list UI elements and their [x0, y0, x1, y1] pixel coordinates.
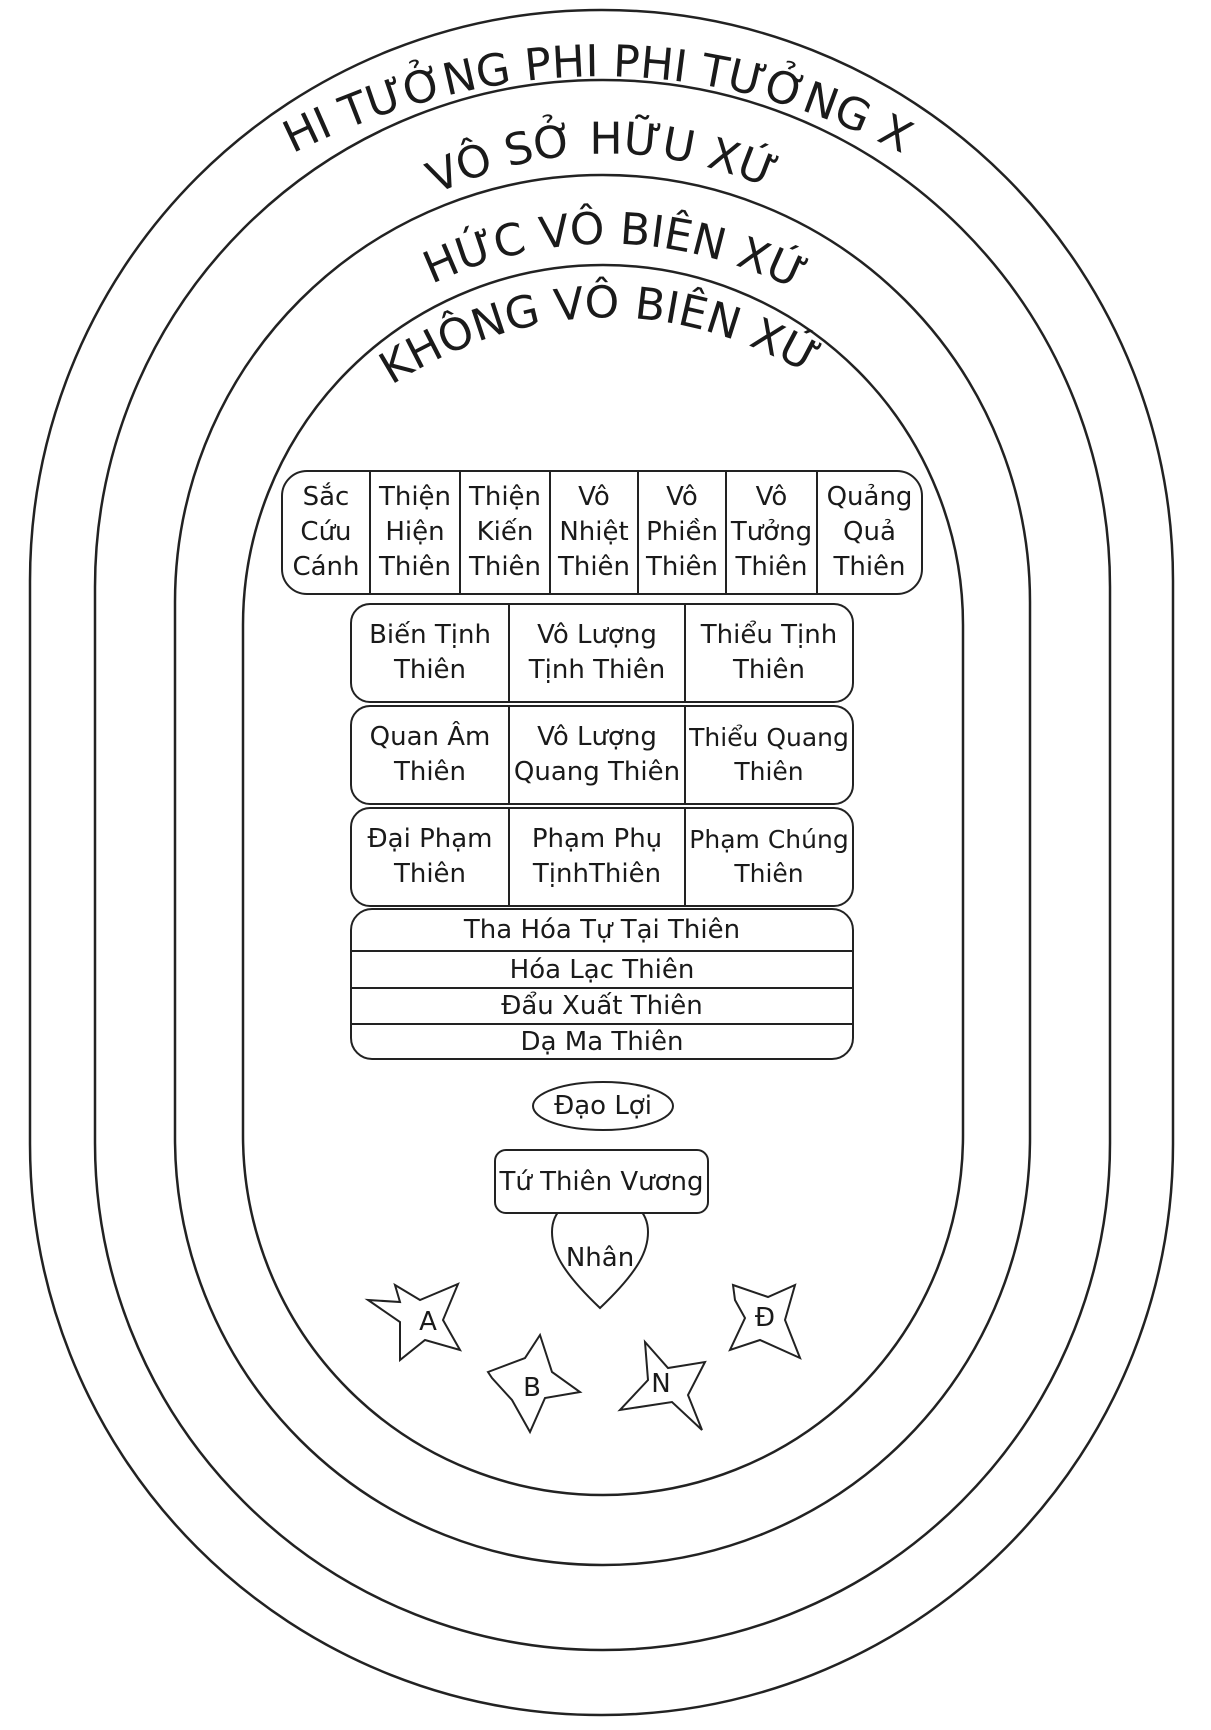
- desire-heaven-row: Đẩu Xuất Thiên: [352, 989, 852, 1025]
- nhan-label: Nhân: [565, 1243, 635, 1273]
- desire-heaven-row: Dạ Ma Thiên: [520, 1026, 684, 1057]
- ring-outer-3: [173, 173, 1032, 1567]
- heaven-cell: Vô Tưởng Thiên: [727, 472, 818, 593]
- heaven-cell: Phạm Chúng Thiên: [689, 825, 849, 888]
- realm-label-4: KHÔNG VÔ BIÊN XỨ: [371, 275, 829, 394]
- heaven-cell: Vô Nhiệt Thiên: [551, 472, 639, 593]
- heaven-cell: Thiện Kiến Thiên: [461, 472, 551, 593]
- heaven-cell: Sắc Cứu Cánh: [283, 472, 371, 593]
- heaven-cell: Thiểu Tịnh Thiên: [700, 619, 838, 685]
- desire-heaven-row: Tha Hóa Tự Tại Thiên: [352, 910, 852, 952]
- heaven-cell: Vô Lượng Tịnh Thiên: [510, 605, 686, 701]
- heaven-cell: Vô Phiền Thiên: [639, 472, 727, 593]
- heaven-cell: Quảng Quả Thiên: [826, 481, 913, 583]
- heaven-cell: Thiểu Quang Thiên: [689, 723, 849, 786]
- heaven-cell: Phạm Phụ TịnhThiên: [510, 809, 686, 905]
- star-n-shape: [617, 1339, 707, 1431]
- desire-heaven-row: Hóa Lạc Thiên: [352, 952, 852, 989]
- realm-label-1: PHI TƯỞNG PHI PHI TƯỞNG XỨ: [0, 0, 920, 163]
- star-d-shape: [728, 1283, 802, 1360]
- ring-outer-2: [93, 78, 1112, 1652]
- tu-thien-vuong-box: Tứ Thiên Vương: [494, 1149, 709, 1214]
- top-heavens-row: Sắc Cứu Cánh Thiện Hiện Thiên Thiện Kiến…: [281, 470, 923, 595]
- star-b-shape: [486, 1332, 583, 1435]
- heaven-cell: Đại Phạm Thiên: [352, 809, 510, 905]
- heaven-cell: Quan Âm Thiên: [352, 707, 510, 803]
- heavens-row-2: Biến Tịnh Thiên Vô Lượng Tịnh Thiên Thiể…: [350, 603, 854, 703]
- star-a-label: A: [419, 1307, 437, 1337]
- ring-outer-4: [241, 263, 965, 1497]
- heaven-cell: Biến Tịnh Thiên: [352, 605, 510, 701]
- dao-loi-label: Đạo Lợi: [554, 1091, 652, 1121]
- desire-heavens-stack: Tha Hóa Tự Tại Thiên Hóa Lạc Thiên Đẩu X…: [350, 908, 854, 1060]
- star-d-label: Đ: [754, 1303, 776, 1333]
- ring-outer-1: [28, 8, 1175, 1717]
- dao-loi-ellipse: [532, 1081, 674, 1131]
- star-a-shape: [364, 1282, 463, 1363]
- star-b-label: B: [523, 1373, 541, 1403]
- heaven-cell: Thiện Hiện Thiên: [371, 472, 461, 593]
- heaven-cell: Vô Lượng Quang Thiên: [510, 707, 686, 803]
- star-n-label: N: [651, 1369, 671, 1399]
- heavens-row-4: Đại Phạm Thiên Phạm Phụ TịnhThiên Phạm C…: [350, 807, 854, 907]
- realm-label-2: VÔ SỞ HỮU XỨ: [419, 111, 784, 204]
- heavens-row-3: Quan Âm Thiên Vô Lượng Quang Thiên Thiểu…: [350, 705, 854, 805]
